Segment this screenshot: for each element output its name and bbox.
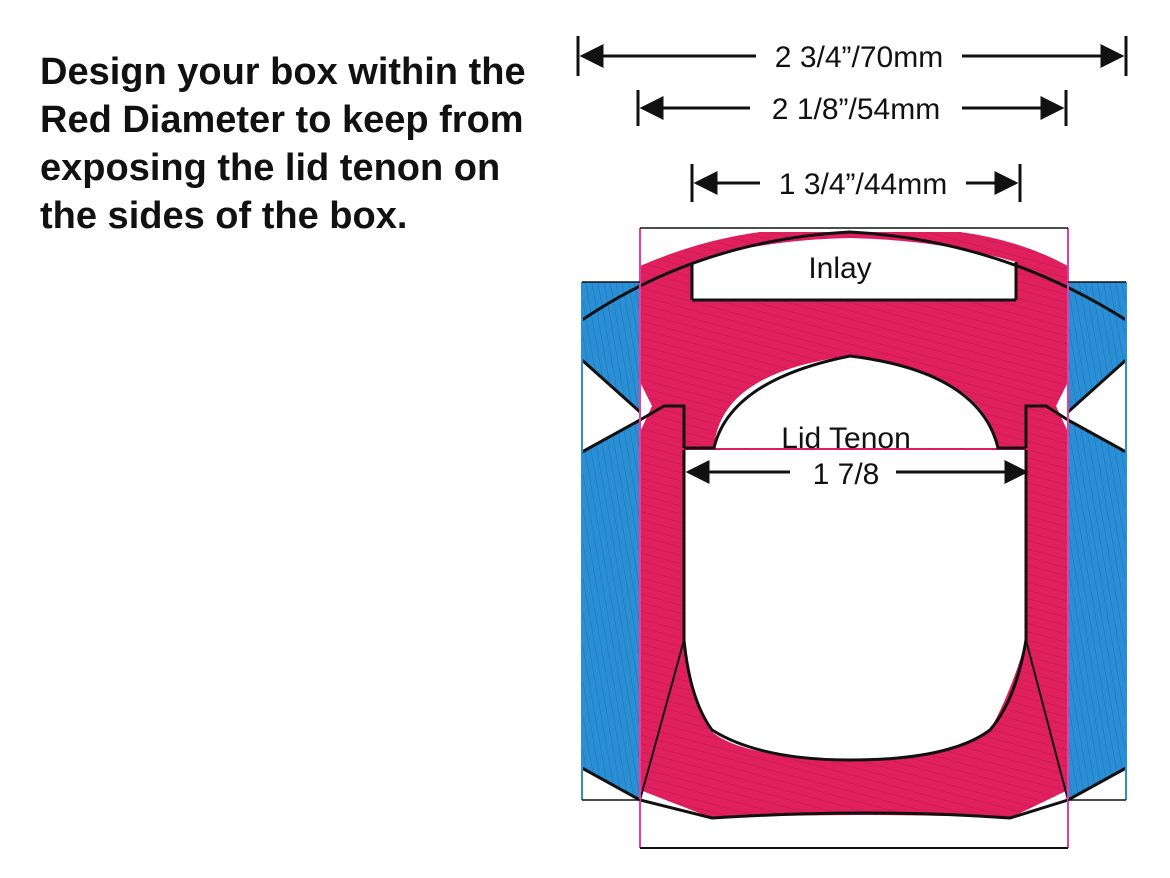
inlay-label: Inlay: [808, 252, 871, 285]
dimension-middle-label: 2 1/8”/54mm: [772, 93, 940, 126]
instruction-text: Design your box within the Red Diameter …: [40, 51, 526, 237]
inlay-pocket: [692, 238, 1016, 300]
diagram-outlines: [580, 230, 1128, 820]
dimension-inner: 1 3/4”/44mm: [690, 164, 1022, 202]
dimension-middle: 2 1/8”/54mm: [636, 90, 1068, 126]
dimension-tenon-label: 1 7/8: [813, 458, 880, 491]
dimension-outer: 2 3/4”/70mm: [576, 36, 1128, 76]
dimension-inner-label: 1 3/4”/44mm: [779, 168, 947, 201]
dimension-tenon: 1 7/8: [685, 458, 1029, 491]
dimension-outer-label: 2 3/4”/70mm: [775, 41, 943, 74]
blue-zone-right: [1068, 282, 1126, 800]
lid-tenon-label: Lid Tenon: [781, 422, 911, 455]
lid-tenon-cavity: [714, 356, 998, 448]
blue-zone-left: [582, 282, 640, 800]
